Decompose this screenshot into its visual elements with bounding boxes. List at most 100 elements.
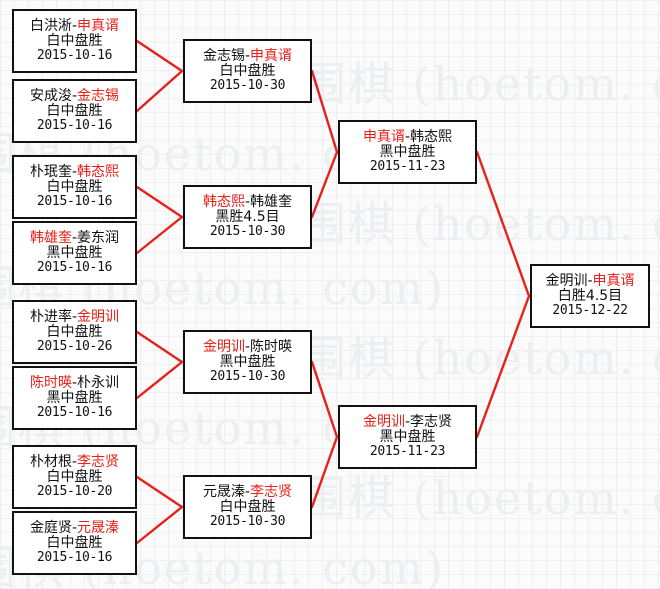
player-right: 韩态熙 [410,129,453,146]
player-left: 金志锡 [202,48,245,65]
connector-sf2-final [475,294,531,439]
connector-r2m1-sf1 [310,69,339,154]
vs-dash: - [71,309,78,326]
player-right: 韩雄奎 [250,194,293,211]
player-right: 金志锡 [77,88,120,105]
match-date: 2015-10-30 [209,368,286,384]
connector-r1m6-r2m3 [135,360,184,400]
player-right: 李志贤 [77,454,120,471]
vs-dash: - [587,273,593,290]
player-right: 姜东润 [77,230,120,247]
match-box-r2m1[interactable]: 金志锡-申真谞 白中盘胜 2015-10-30 [183,39,312,103]
player-right: 朴永训 [77,375,120,392]
match-result: 白中盘胜 [219,63,276,80]
match-players: 韩雄奎-姜东润 [28,231,121,246]
vs-dash: - [71,454,78,471]
match-date: 2015-10-30 [209,513,286,529]
match-players: 金明训-李志贤 [361,415,454,430]
match-date: 2015-12-22 [552,302,628,318]
player-right: 申真谞 [592,273,635,290]
match-date: 2015-10-16 [36,193,113,209]
match-players: 金志锡-申真谞 [201,49,294,64]
match-result: 白中盘胜 [46,535,103,552]
match-box-r1m8[interactable]: 金庭贤-元晟溱 白中盘胜 2015-10-16 [12,511,137,575]
vs-dash: - [71,230,78,247]
vs-dash: - [71,88,78,105]
player-left: 朴珉奎 [29,164,72,181]
match-date: 2015-10-16 [36,404,113,420]
match-players: 陈时暎-朴永训 [28,376,121,391]
vs-dash: - [404,414,411,431]
match-date: 2015-10-26 [36,338,113,354]
match-players: 元晟溱-李志贤 [201,485,294,500]
match-result: 黑中盘胜 [379,144,436,161]
match-players: 安成浚-金志锡 [28,89,121,104]
match-result: 黑中盘胜 [46,390,103,407]
match-result: 白胜4.5目 [557,288,623,305]
connector-r1m7-r2m4 [135,475,184,509]
player-left: 白洪淅 [29,18,72,35]
match-players: 白洪淅-申真谞 [28,19,121,34]
player-left: 安成浚 [29,88,72,105]
match-box-r2m3[interactable]: 金明训-陈时暎 黑中盘胜 2015-10-30 [183,330,312,394]
vs-dash: - [71,520,78,537]
match-players: 金明训-申真谞 [543,274,636,289]
match-players: 朴材根-李志贤 [28,455,121,470]
match-box-r1m7[interactable]: 朴材根-李志贤 白中盘胜 2015-10-20 [12,445,137,509]
match-date: 2015-11-23 [369,158,446,174]
player-left: 申真谞 [362,129,405,146]
match-box-r2m4[interactable]: 元晟溱-李志贤 白中盘胜 2015-10-30 [183,475,312,539]
match-result: 白中盘胜 [219,499,276,516]
vs-dash: - [404,129,411,146]
match-date: 2015-10-30 [209,223,286,239]
player-right: 申真谞 [250,48,293,65]
player-left: 金明训 [362,414,405,431]
match-result: 黑胜4.5目 [215,209,280,226]
match-box-sf2[interactable]: 金明训-李志贤 黑中盘胜 2015-11-23 [338,405,477,469]
match-box-r1m6[interactable]: 陈时暎-朴永训 黑中盘胜 2015-10-16 [12,366,137,430]
vs-dash: - [244,194,251,211]
vs-dash: - [244,484,251,501]
match-players: 申真谞-韩态熙 [361,130,454,145]
match-players: 金明训-陈时暎 [201,340,294,355]
player-right: 李志贤 [410,414,453,431]
vs-dash: - [71,375,78,392]
player-right: 申真谞 [77,18,120,35]
watermark-text: 围棋 (hoetom. com) [300,197,660,251]
player-left: 金明训 [545,273,588,290]
player-left: 金庭贤 [29,520,72,537]
connector-r2m3-sf2 [310,360,339,439]
player-right: 李志贤 [250,484,293,501]
match-result: 黑中盘胜 [46,245,103,262]
match-date: 2015-10-16 [36,549,113,565]
match-result: 白中盘胜 [46,103,103,120]
match-box-r2m2[interactable]: 韩态熙-韩雄奎 黑胜4.5目 2015-10-30 [183,185,312,249]
match-date: 2015-10-20 [36,483,113,499]
match-result: 白中盘胜 [46,179,103,196]
connector-r1m2-r2m1 [135,69,184,113]
player-left: 金明训 [202,339,245,356]
match-box-sf1[interactable]: 申真谞-韩态熙 黑中盘胜 2015-11-23 [338,120,477,184]
connector-r2m2-sf1 [310,150,339,219]
match-box-r1m3[interactable]: 朴珉奎-韩态熙 白中盘胜 2015-10-16 [12,155,137,219]
match-box-r1m5[interactable]: 朴进率-金明训 白中盘胜 2015-10-26 [12,300,137,364]
match-date: 2015-10-30 [209,77,286,93]
player-left: 韩雄奎 [29,230,72,247]
match-result: 白中盘胜 [46,324,103,341]
match-players: 朴进率-金明训 [28,310,121,325]
connector-r1m1-r2m1 [135,39,184,73]
match-box-r1m4[interactable]: 韩雄奎-姜东润 黑中盘胜 2015-10-16 [12,221,137,285]
connector-r1m3-r2m2 [135,185,184,219]
connector-r1m4-r2m2 [135,215,184,255]
player-right: 金明训 [77,309,120,326]
connector-r1m8-r2m4 [135,505,184,545]
vs-dash: - [244,48,251,65]
match-box-r1m2[interactable]: 安成浚-金志锡 白中盘胜 2015-10-16 [12,79,137,143]
match-players: 朴珉奎-韩态熙 [28,165,121,180]
watermark-text: 围棋 (hoetom. com) [300,471,660,525]
match-box-final[interactable]: 金明训-申真谞 白胜4.5目 2015-12-22 [530,264,650,328]
watermark-text: 围棋 (hoetom. com) [300,331,660,385]
connector-sf1-final [475,150,531,298]
match-box-r1m1[interactable]: 白洪淅-申真谞 白中盘胜 2015-10-16 [12,9,137,73]
